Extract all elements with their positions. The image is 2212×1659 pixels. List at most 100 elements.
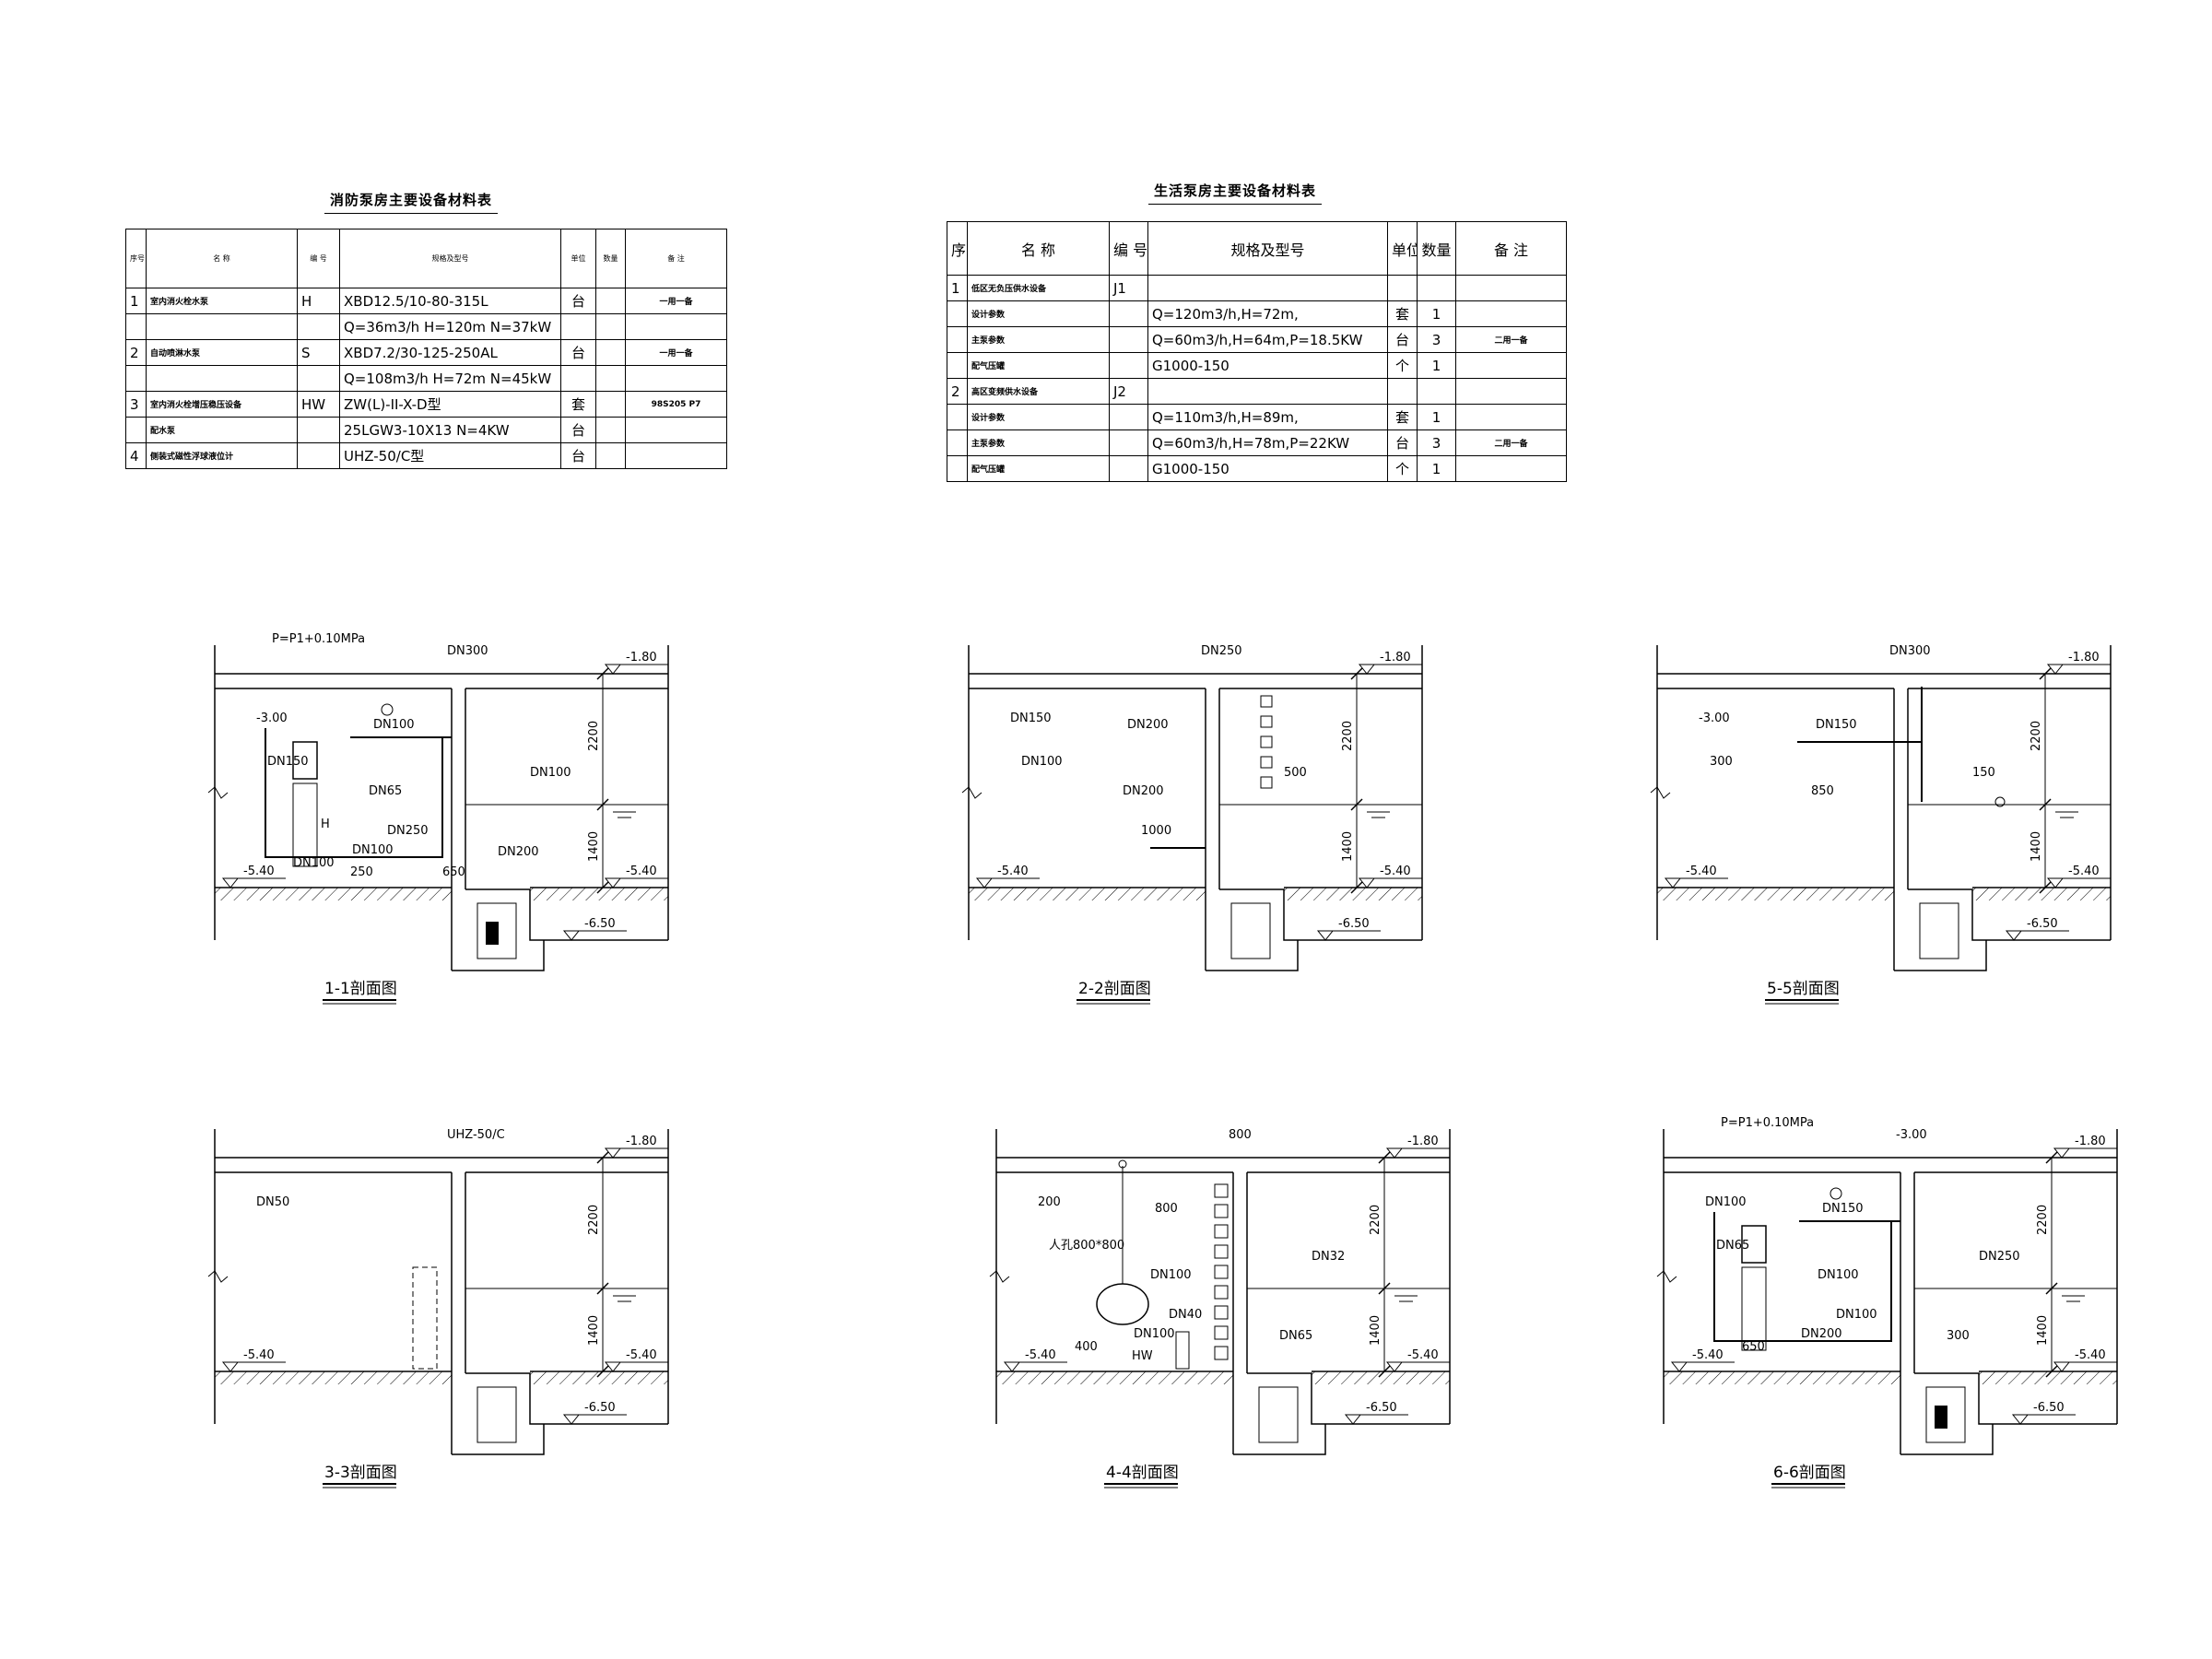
drawing-label: -3.00 <box>1699 712 1730 725</box>
drawing-label: DN150 <box>267 755 309 769</box>
section-s22: 22001400-1.80-5.40-5.40-6.502-2剖面图DN250D… <box>961 644 1423 1005</box>
gauge-icon <box>1118 1159 1127 1169</box>
drawing-label: -5.40 <box>2075 1348 2106 1362</box>
drawing-label: 1400 <box>587 831 601 862</box>
drawing-label: 300 <box>1947 1329 1970 1343</box>
drawing-label: DN200 <box>1127 718 1169 732</box>
drawing-label: 4-4剖面图 <box>1106 1464 1179 1482</box>
floor-hatch <box>1657 888 1894 900</box>
table-cell-unit <box>560 313 596 340</box>
float-ball-icon <box>1994 796 2006 807</box>
table-header-cell: 备 注 <box>1455 221 1567 276</box>
pressure-tank-icon <box>1096 1283 1149 1325</box>
drawing-label: 650 <box>1742 1340 1765 1354</box>
table-cell-spec: Q=120m3/h,H=72m, <box>1147 300 1388 327</box>
drawing-label: -1.80 <box>2068 651 2100 665</box>
dimension-tick <box>1378 1282 1391 1295</box>
box-mark <box>1260 756 1273 769</box>
drawing-label: -3.00 <box>1896 1128 1927 1142</box>
dimension-tick <box>2045 1151 2058 1164</box>
section-s11: 22001400-1.80-5.40-5.40-6.501-1剖面图P=P1+0… <box>207 632 669 1005</box>
level-pit <box>2011 1414 2030 1425</box>
drawing-label: DN50 <box>256 1195 289 1209</box>
drawing-label: 500 <box>1284 766 1307 780</box>
pipe <box>265 728 443 858</box>
suction-pipe <box>1935 1406 1947 1429</box>
level-pit <box>562 930 581 941</box>
drawing-label: DN40 <box>1169 1308 1202 1322</box>
table-header-cell: 名 称 <box>146 229 298 288</box>
floor-hatch-right <box>530 1371 668 1384</box>
floor-hatch-right <box>1979 1371 2117 1384</box>
pit-inner <box>1919 902 1959 959</box>
ladder-rung <box>1214 1183 1229 1198</box>
pit-inner <box>1258 1386 1299 1443</box>
dimension-tick <box>2039 881 2052 894</box>
table-cell-unit: 台 <box>560 442 596 469</box>
dimension-tick <box>1350 881 1363 894</box>
table-cell-name: 配气压罐 <box>967 455 1110 482</box>
drawing-label: 2200 <box>2036 1205 2050 1235</box>
table-cell-note <box>625 313 727 340</box>
table-cell-name: 高区变频供水设备 <box>967 378 1110 405</box>
drawing-label: -3.00 <box>256 712 288 725</box>
table-cell-qty: 1 <box>1417 352 1456 379</box>
table-cell-spec: G1000-150 <box>1147 352 1388 379</box>
table-cell-unit: 个 <box>1387 455 1418 482</box>
table-row: Q=108m3/h H=72m N=45kW <box>125 365 727 392</box>
drawing-label: -6.50 <box>2033 1401 2065 1415</box>
dimension-tick <box>596 1151 609 1164</box>
pit-step <box>465 888 668 941</box>
drawing-label: 650 <box>442 865 465 879</box>
table-cell-unit: 台 <box>1387 429 1418 456</box>
pressure-gauge-icon <box>1830 1187 1842 1200</box>
drawing-label: 5-5剖面图 <box>1767 980 1840 998</box>
drawing-label: DN100 <box>1021 755 1063 769</box>
drawing-label: 1400 <box>1341 831 1355 862</box>
table-cell-qty: 1 <box>1417 404 1456 430</box>
table-cell-spec: ZW(L)-II-X-D型 <box>339 391 561 418</box>
table-cell-note <box>1455 455 1567 482</box>
ladder-rung <box>1214 1265 1229 1279</box>
table-cell-code <box>1109 455 1148 482</box>
level-pit <box>1344 1414 1362 1425</box>
table-cell-name <box>146 313 298 340</box>
table-cell-unit <box>1387 275 1418 301</box>
drawing-label: DN300 <box>447 644 488 658</box>
pit-bottom <box>1206 940 1299 971</box>
box-mark <box>1260 715 1273 728</box>
level-pit <box>562 1414 581 1425</box>
break-symbol <box>989 1270 1010 1283</box>
table-cell-note <box>1455 300 1567 327</box>
floor-hatch <box>996 1371 1233 1384</box>
drawing-label: 150 <box>1972 766 1995 780</box>
dimension-tick <box>596 1282 609 1295</box>
drawing-label: DN150 <box>1816 718 1857 732</box>
dimension-tick <box>1350 667 1363 680</box>
table-cell-name <box>146 365 298 392</box>
drawing-label: 人孔800*800 <box>1049 1239 1124 1253</box>
table-cell-note <box>1455 275 1567 301</box>
drawing-label: 1400 <box>2036 1315 2050 1346</box>
pump-motor <box>1741 1225 1767 1264</box>
drawing-label: DN65 <box>1279 1329 1312 1343</box>
drawing-label: 800 <box>1229 1128 1252 1142</box>
table-cell-unit: 套 <box>560 391 596 418</box>
drawing-label: DN100 <box>1150 1268 1192 1282</box>
drawing-label: -5.40 <box>1025 1348 1056 1362</box>
drawing-label: -6.50 <box>1338 917 1370 931</box>
drawing-label: 850 <box>1811 784 1834 798</box>
pit-bottom <box>1900 1424 1994 1455</box>
table-cell-code <box>297 442 340 469</box>
drawing-label: DN250 <box>1201 644 1242 658</box>
table-cell-note <box>1455 378 1567 405</box>
drawing-label: DN200 <box>498 845 539 859</box>
table-cell-spec: XBD7.2/30-125-250AL <box>339 339 561 366</box>
table-cell-name: 配气压罐 <box>967 352 1110 379</box>
break-symbol <box>1650 786 1671 799</box>
